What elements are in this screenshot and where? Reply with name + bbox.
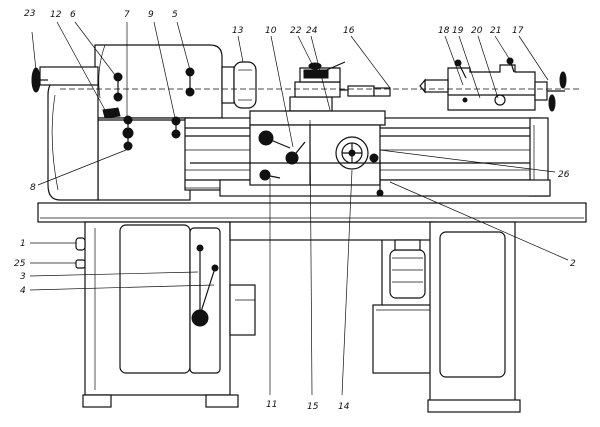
callout-13: 13 [232, 26, 244, 36]
callout-21: 21 [490, 26, 501, 36]
table-top [37, 202, 587, 223]
callout-15: 15 [307, 402, 319, 412]
callout-20: 20 [471, 26, 483, 36]
callout-4: 4 [20, 286, 26, 296]
callout-11: 11 [266, 400, 277, 410]
callout-labels: 23 12 6 7 9 5 13 10 22 24 16 18 19 20 21… [14, 9, 576, 412]
chuck [221, 61, 257, 109]
callout-8: 8 [30, 183, 36, 193]
callout-6: 6 [70, 10, 76, 20]
callout-19: 19 [452, 26, 464, 36]
headstock-levers [98, 67, 195, 151]
callout-9: 9 [148, 10, 154, 20]
callout-23: 23 [24, 9, 36, 19]
tailstock [419, 57, 567, 112]
motor-bay [229, 221, 436, 374]
callout-18: 18 [438, 26, 450, 36]
left-pedestal [75, 221, 256, 408]
handwheel-23 [31, 66, 99, 93]
callout-5: 5 [172, 10, 178, 20]
callout-1: 1 [20, 239, 26, 249]
callout-16: 16 [343, 26, 355, 36]
callout-24: 24 [306, 26, 318, 36]
callout-7: 7 [124, 10, 130, 20]
callout-12: 12 [50, 10, 62, 20]
carriage [249, 61, 391, 186]
callout-14: 14 [338, 402, 350, 412]
callout-10: 10 [265, 26, 277, 36]
callout-26: 26 [558, 170, 570, 180]
callout-3: 3 [20, 272, 26, 282]
right-pedestal [427, 221, 521, 413]
callout-22: 22 [290, 26, 302, 36]
leader-lines [29, 21, 569, 396]
callout-2: 2 [570, 259, 576, 269]
callout-17: 17 [512, 26, 524, 36]
callout-25: 25 [14, 259, 26, 269]
